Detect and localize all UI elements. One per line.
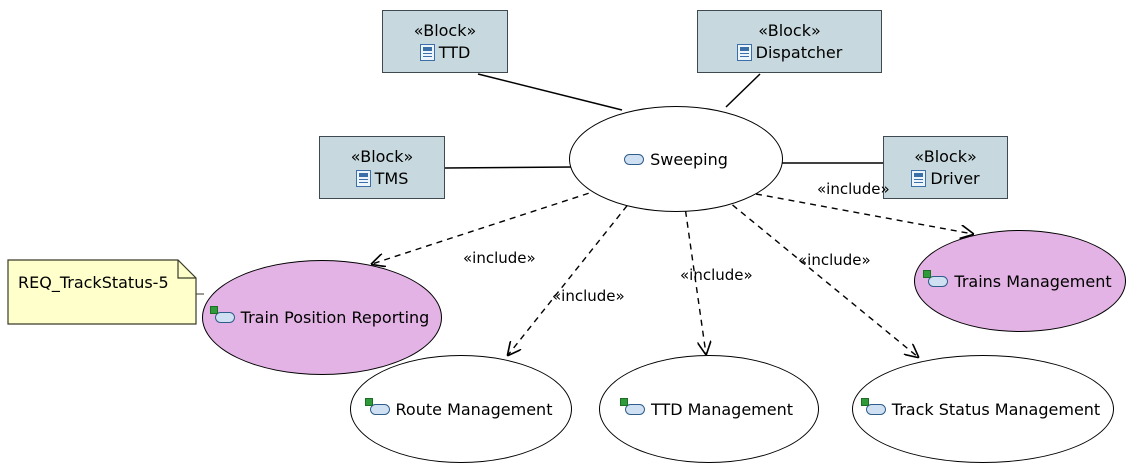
include-ttd-management[interactable] [683, 199, 706, 354]
association-tms-sweeping[interactable] [444, 166, 575, 169]
usecase-trains-management[interactable]: Trains Management [914, 230, 1126, 332]
block-name: Driver [930, 168, 980, 188]
block-tms[interactable]: «Block» TMS [319, 136, 445, 199]
block-dispatcher[interactable]: «Block» Dispatcher [697, 10, 882, 73]
block-icon [911, 170, 927, 187]
include-label-track-status-management: «include» [798, 251, 871, 269]
association-ttd-sweeping[interactable] [477, 73, 623, 111]
note-shape[interactable] [7, 259, 197, 325]
usecase-train-position-reporting[interactable]: Train Position Reporting [202, 260, 442, 375]
requirement-note[interactable]: REQ_TrackStatus-5 [8, 260, 196, 324]
use-case-icon [624, 153, 645, 165]
include-trains-management[interactable] [755, 193, 973, 234]
block-stereotype: «Block» [914, 146, 977, 166]
usecase-route-management[interactable]: Route Management [350, 355, 572, 463]
block-icon [736, 44, 752, 61]
note-fold [177, 260, 196, 279]
block-stereotype: «Block» [350, 146, 414, 166]
use-case-reference-icon [619, 397, 645, 415]
note-label: REQ_TrackStatus-5 [18, 273, 169, 292]
include-route-management[interactable] [508, 196, 635, 355]
use-case-reference-icon [860, 397, 886, 415]
block-ttd[interactable]: «Block» TTD [382, 10, 508, 73]
usecase-ttd-management[interactable]: TTD Management [599, 355, 819, 463]
usecase-label: Route Management [395, 399, 553, 419]
usecase-track-status-management[interactable]: Track Status Management [852, 355, 1114, 463]
block-name: Dispatcher [755, 42, 843, 62]
block-name: TMS [374, 168, 409, 188]
usecase-sweeping[interactable]: Sweeping [569, 106, 783, 212]
include-label-ttd-management: «include» [680, 266, 753, 284]
include-track-status-management[interactable] [723, 197, 918, 357]
block-driver[interactable]: «Block» Driver [883, 136, 1008, 199]
usecase-label: Train Position Reporting [240, 308, 430, 327]
include-label-train-position-reporting: «include» [463, 249, 536, 267]
include-label-route-management: «include» [552, 287, 625, 305]
diagram-canvas [7, 73, 1132, 444]
use-case-reference-icon [364, 397, 390, 415]
block-stereotype: «Block» [758, 20, 821, 40]
use-case-reference-icon [209, 306, 235, 323]
block-icon [355, 170, 371, 187]
usecase-label: Track Status Management [891, 399, 1101, 419]
include-label-trains-management: «include» [817, 180, 890, 198]
association-dispatcher-sweeping[interactable] [725, 73, 761, 108]
usecase-label: Sweeping [650, 149, 728, 169]
usecase-label: TTD Management [650, 399, 794, 419]
use-case-reference-icon [923, 269, 949, 287]
block-stereotype: «Block» [413, 20, 477, 40]
block-name: TTD [438, 42, 471, 62]
block-icon [419, 44, 435, 61]
usecase-label: Trains Management [954, 271, 1112, 291]
